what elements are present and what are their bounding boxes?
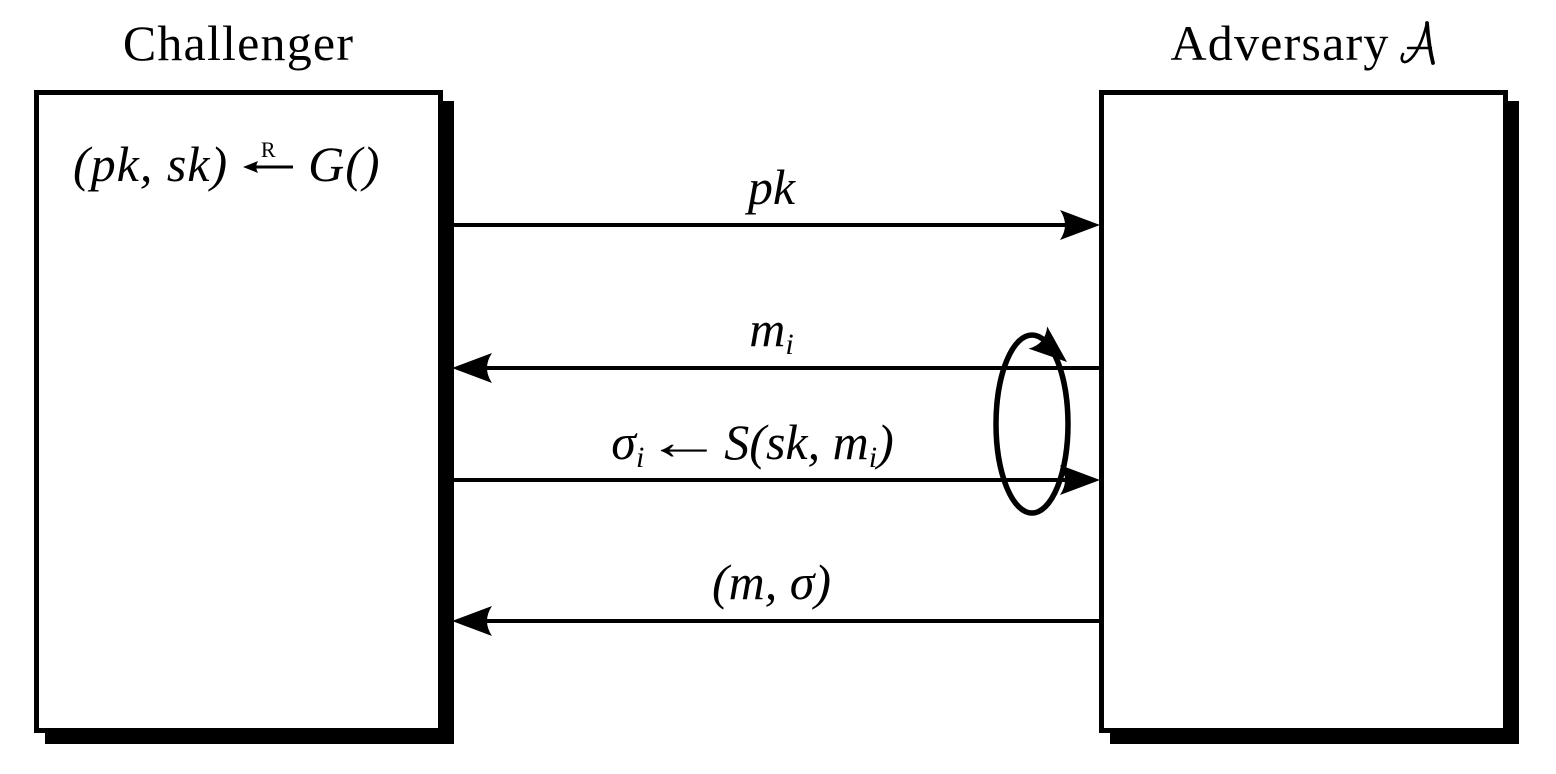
arrow-pk-head-right-icon bbox=[1060, 210, 1100, 240]
challenger-box: (pk, sk) R G() bbox=[34, 90, 443, 733]
keygen-lhs: (pk, sk) bbox=[73, 136, 229, 192]
msg-sigma-func: S(sk, m bbox=[724, 414, 869, 470]
msg-sigma-subscript: i bbox=[635, 441, 645, 474]
msg-sigma-base: σ bbox=[611, 414, 636, 470]
repeat-loop-ellipse bbox=[993, 332, 1071, 516]
arrow-sigma-head-right-icon bbox=[1060, 465, 1100, 495]
random-arrow-superscript: R bbox=[260, 137, 276, 162]
arrow-m-sigma-head-left-icon bbox=[452, 606, 492, 636]
arrow-mi bbox=[452, 353, 1103, 383]
repeat-loop bbox=[993, 326, 1071, 516]
msg-mi-subscript: i bbox=[785, 328, 794, 361]
keygen-rhs: G() bbox=[308, 136, 381, 192]
arrow-sigma bbox=[443, 465, 1100, 495]
arrow-mi-head-left-icon bbox=[452, 353, 492, 383]
challenger-title: Challenger bbox=[122, 15, 355, 71]
msg-pk-text: pk bbox=[747, 159, 796, 215]
arrow-m-sigma bbox=[452, 606, 1103, 636]
msg-sigma-gets-arrow: ← bbox=[645, 414, 724, 470]
adversary-script-a-icon bbox=[1400, 21, 1435, 65]
adversary-title-text: Adversary bbox=[1170, 15, 1390, 71]
msg-label-mi: mi bbox=[443, 304, 1100, 360]
adversary-box bbox=[1099, 90, 1508, 733]
msg-m-sigma-text: (m, σ) bbox=[711, 554, 832, 610]
msg-mi-base: m bbox=[749, 301, 786, 357]
adversary-title: Adversary bbox=[1099, 18, 1508, 68]
left-arrow-icon bbox=[243, 161, 294, 173]
msg-label-pk: pk bbox=[443, 162, 1100, 212]
repeat-loop-arrowhead-icon bbox=[1028, 326, 1067, 362]
random-sample-arrow: R bbox=[243, 139, 294, 179]
msg-sigma-close: ) bbox=[877, 414, 894, 470]
msg-label-m-sigma: (m, σ) bbox=[443, 557, 1100, 607]
keygen-expression: (pk, sk) R G() bbox=[73, 136, 381, 192]
msg-sigma-tail-subscript: i bbox=[868, 441, 878, 474]
msg-label-sigma: σi←S(sk, mi) bbox=[424, 417, 1081, 473]
arrow-pk bbox=[443, 210, 1100, 240]
